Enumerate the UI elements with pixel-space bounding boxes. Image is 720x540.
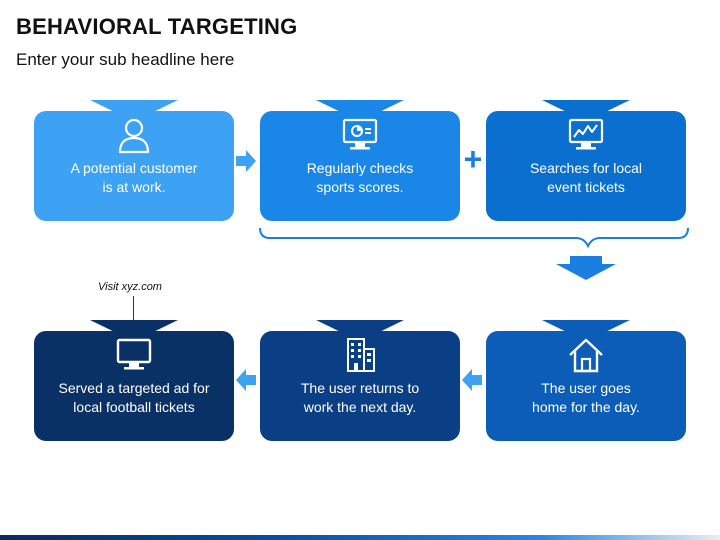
- card-text: The user goes home for the day.: [532, 380, 640, 415]
- card-targeted-ad: Served a targeted ad for local football …: [34, 320, 234, 441]
- arrow-down-icon: [556, 256, 616, 280]
- card-text: A potential customer is at work.: [70, 160, 198, 195]
- house-icon: [569, 338, 603, 373]
- monitor-graph-icon: [568, 118, 604, 150]
- card-event-tickets: Searches for local event tickets: [486, 100, 686, 221]
- page-subtitle: Enter your sub headline here: [16, 50, 235, 69]
- card-text: Regularly checks sports scores.: [306, 160, 414, 195]
- building-icon: [347, 338, 375, 372]
- card-text: The user returns to work the next day.: [300, 380, 420, 415]
- annotation-text: Visit xyz.com: [98, 281, 162, 293]
- footer-bar: [0, 535, 720, 540]
- card-returns-to-work: The user returns to work the next day.: [260, 320, 460, 441]
- card-tab: [316, 320, 404, 332]
- card-tab: [90, 100, 178, 112]
- arrow-left-icon: [236, 369, 256, 391]
- monitor-icon: [116, 338, 152, 370]
- bracket-connector: [259, 227, 689, 248]
- card-text: Searches for local event tickets: [529, 160, 643, 195]
- user-icon: [118, 118, 150, 154]
- card-sports-scores: Regularly checks sports scores.: [260, 100, 460, 221]
- page-title: BEHAVIORAL TARGETING: [16, 14, 298, 39]
- card-tab: [542, 320, 630, 332]
- monitor-chart-icon: [342, 118, 378, 150]
- card-tab: [542, 100, 630, 112]
- card-goes-home: The user goes home for the day.: [486, 320, 686, 441]
- card-text: Served a targeted ad for local football …: [58, 380, 210, 415]
- arrow-left-icon: [462, 369, 482, 391]
- arrow-right-icon: [236, 150, 256, 172]
- plus-sign: +: [463, 141, 483, 177]
- card-tab: [90, 320, 178, 332]
- card-tab: [316, 100, 404, 112]
- card-potential-customer: A potential customer is at work.: [34, 100, 234, 221]
- annotation-line: [133, 296, 134, 320]
